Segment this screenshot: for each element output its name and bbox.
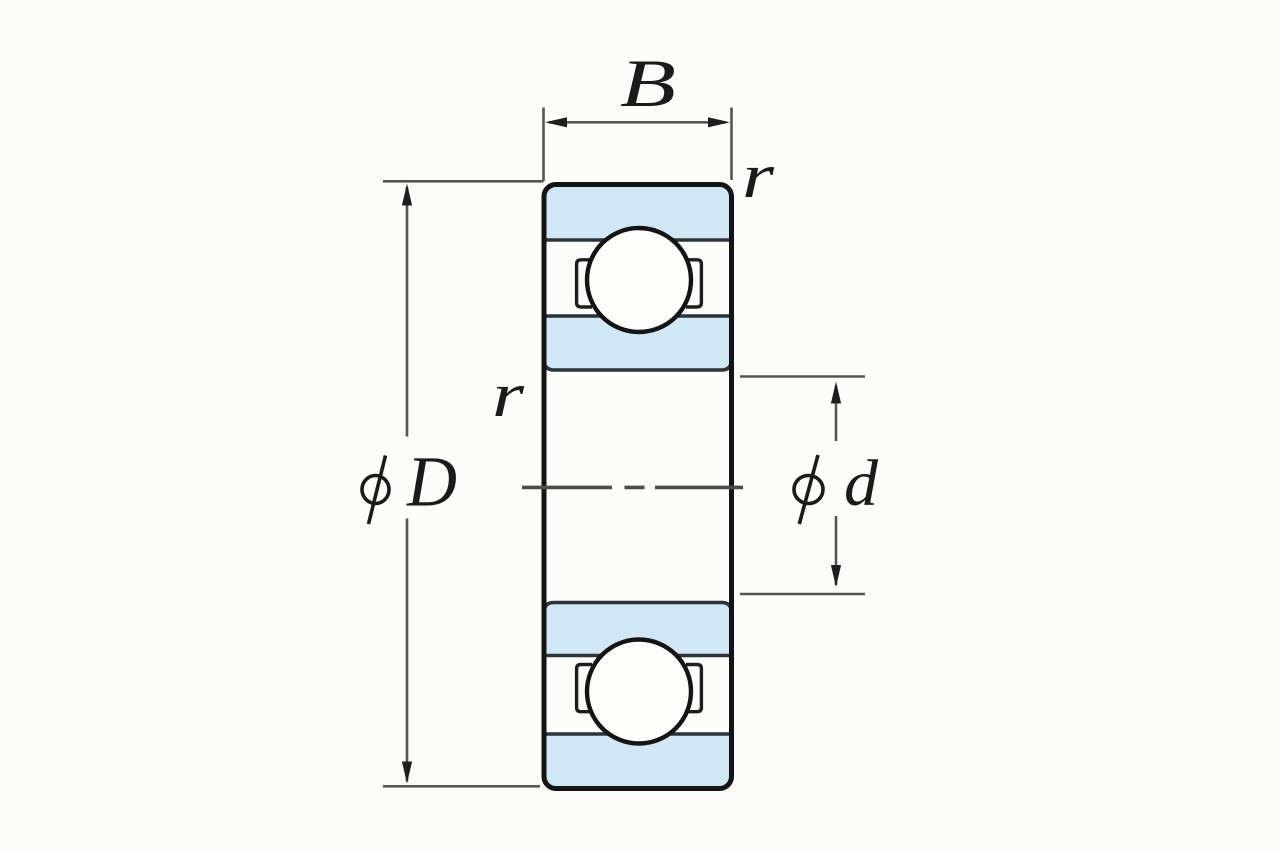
svg-text:d: d [844,447,879,520]
svg-text:B: B [620,45,676,121]
svg-text:D: D [406,442,457,522]
svg-text:r: r [492,359,525,430]
svg-text:r: r [742,140,775,211]
